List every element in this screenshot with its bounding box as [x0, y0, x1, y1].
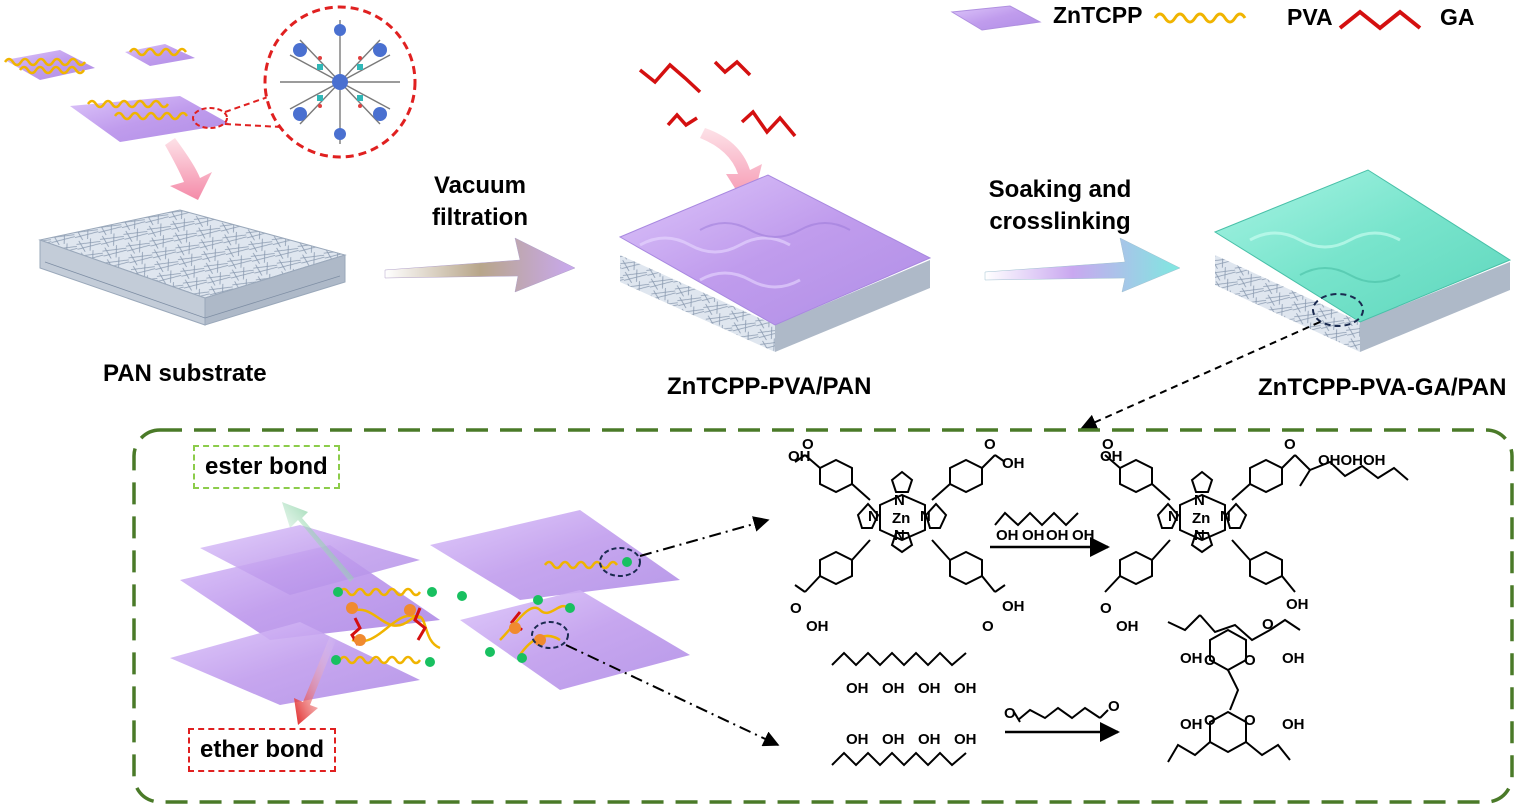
chem-oh-r4: OH — [1072, 527, 1095, 544]
substrate-label: PAN substrate — [103, 360, 267, 387]
ester-bond-label: ester bond — [193, 445, 340, 489]
chem-o-p4: O — [1262, 616, 1274, 633]
chem-oh-a4: OH — [1282, 716, 1305, 733]
chem-zn-2: Zn — [1192, 510, 1211, 527]
chem-n-right-p: N — [1220, 508, 1231, 525]
pva-chain-drawings — [831, 511, 1109, 767]
chem-oh-c1: OH — [846, 680, 869, 697]
step1-line2: filtration — [432, 204, 528, 231]
chem-oh-c3: OH — [918, 680, 941, 697]
zntcpp-structure-reactant — [794, 454, 1006, 593]
zntcpp-pva-ga-pan-membrane — [1213, 169, 1512, 352]
step2-line2: crosslinking — [989, 208, 1131, 235]
deposit-arrow-1 — [165, 138, 212, 200]
zntcpp-pva-pan-membrane — [618, 174, 932, 352]
chem-o-3: O — [790, 600, 802, 617]
chem-oh-1: OH — [788, 448, 811, 465]
intermediate-label: ZnTCPP-PVA/PAN — [667, 373, 872, 400]
step1-label: Vacuum filtration — [405, 170, 555, 234]
legend-ga-label: GA — [1440, 4, 1475, 30]
legend-pva-label: PVA — [1287, 4, 1333, 30]
ester-zoom-marker — [599, 547, 641, 577]
ga-molecules — [638, 59, 797, 138]
chem-oh-c8: OH — [954, 731, 977, 748]
ester-dashdot-leader — [639, 516, 770, 557]
chem-o-a4: O — [1244, 712, 1256, 729]
chem-o-p1: O — [1102, 436, 1114, 453]
chem-o-a2: O — [1244, 652, 1256, 669]
chem-n-right: N — [920, 508, 931, 525]
zoom-leader-line — [1080, 321, 1321, 430]
zntcpp-pva-nanosheets — [3, 44, 230, 142]
chem-oh-a3: OH — [1180, 716, 1203, 733]
chem-zn-1: Zn — [892, 510, 911, 527]
ether-bond-label: ether bond — [188, 728, 336, 772]
chem-oh-r3: OH — [1046, 527, 1069, 544]
pan-substrate — [38, 209, 347, 326]
final-product-label: ZnTCPP-PVA-GA/PAN — [1258, 374, 1507, 401]
membrane-zoom-marker — [1312, 293, 1364, 327]
chem-o-a1: O — [1204, 652, 1216, 669]
chem-o-p3: O — [1100, 600, 1112, 617]
chem-oh-2: OH — [1002, 455, 1025, 472]
chem-n-bottom: N — [894, 527, 905, 544]
ether-pointer — [294, 636, 336, 725]
chem-o-ga1: O — [1004, 705, 1016, 722]
chem-o-2: O — [984, 436, 996, 453]
layered-nanosheet-model — [170, 510, 690, 705]
ether-dashdot-leader — [565, 644, 780, 747]
vacuum-filtration-arrow — [384, 237, 576, 293]
chem-ohohoh: OHOHOH — [1318, 452, 1386, 469]
chem-n-top: N — [894, 492, 905, 509]
chem-oh-c7: OH — [918, 731, 941, 748]
ester-pointer — [282, 502, 354, 582]
step2-line1: Soaking and — [988, 176, 1132, 203]
chem-n-left: N — [868, 508, 879, 525]
ether-zoom-marker — [531, 621, 569, 649]
chem-oh-r2: OH — [1022, 527, 1045, 544]
mof-zoom-callout — [224, 5, 417, 159]
chem-o-1: O — [802, 436, 814, 453]
chem-oh-c6: OH — [882, 731, 905, 748]
legend-zntcpp-icon — [950, 5, 1042, 31]
chem-n-bottom-p: N — [1194, 527, 1205, 544]
chem-oh-3: OH — [806, 618, 829, 635]
chem-n-top-p: N — [1194, 492, 1205, 509]
chem-oh-c4: OH — [954, 680, 977, 697]
legend — [950, 5, 1422, 31]
chem-oh-a2: OH — [1282, 650, 1305, 667]
chem-oh-c2: OH — [882, 680, 905, 697]
chem-oh-p3: OH — [1116, 618, 1139, 635]
chem-o-ga2: O — [1108, 698, 1120, 715]
detail-panel-frame — [132, 428, 1514, 804]
legend-zntcpp-label: ZnTCPP — [1053, 2, 1143, 28]
chem-o-a3: O — [1204, 712, 1216, 729]
zntcpp-structure-product — [1104, 454, 1409, 763]
chem-o-4: O — [982, 618, 994, 635]
step1-line1: Vacuum — [433, 172, 527, 199]
legend-ga-icon — [1338, 9, 1422, 31]
chem-oh-p4: OH — [1286, 596, 1309, 613]
legend-pva-icon — [1153, 12, 1247, 24]
chem-oh-4: OH — [1002, 598, 1025, 615]
step2-label: Soaking and crosslinking — [960, 174, 1160, 238]
chem-o-p2: O — [1284, 436, 1296, 453]
chem-oh-p1: OH — [1100, 448, 1123, 465]
chem-oh-c5: OH — [846, 731, 869, 748]
chem-n-left-p: N — [1168, 508, 1179, 525]
soaking-crosslinking-arrow — [984, 237, 1181, 293]
chem-oh-r1: OH — [996, 527, 1019, 544]
chem-oh-a1: OH — [1180, 650, 1203, 667]
